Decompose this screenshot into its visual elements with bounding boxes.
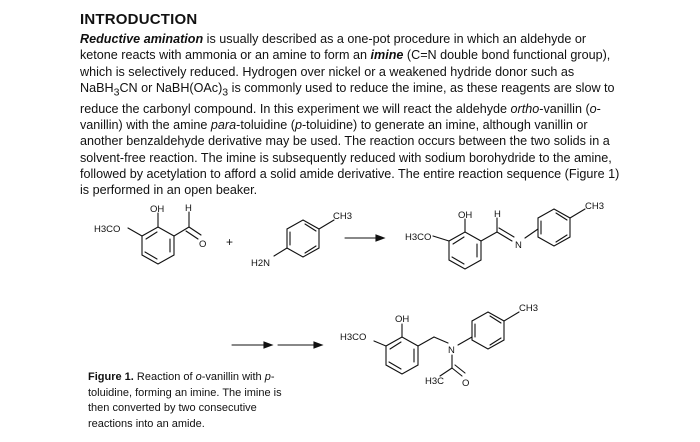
- paragraph-text-5: -vanillin (: [539, 101, 590, 116]
- caption-p-prefix: p: [264, 371, 271, 383]
- imine-methyl-label: CH3: [585, 201, 604, 212]
- paragraph-text-8: -toluidine) to generate an imine, althou…: [80, 118, 620, 198]
- reaction-arrow-1: [344, 234, 386, 242]
- paragraph-text-2: (C=N double bond functional group), whic…: [80, 48, 611, 95]
- section-heading: INTRODUCTION: [80, 11, 198, 28]
- caption-text-1: Reaction of: [133, 371, 196, 383]
- imine-methoxy-label: H3CO: [405, 232, 431, 243]
- subscript-3: 3: [113, 86, 120, 99]
- ortho-term: ortho: [510, 101, 540, 116]
- plus-sign: +: [226, 235, 233, 249]
- paragraph-text-4: is commonly used to reduce the imine, as…: [80, 80, 615, 116]
- o-vanillin-oh-label: OH: [150, 204, 164, 215]
- o-vanillin-h-label: H: [185, 203, 192, 214]
- o-prefix: o: [589, 101, 597, 116]
- amide-oh-label: OH: [395, 314, 409, 325]
- imine-h-label: H: [494, 209, 501, 220]
- paragraph-text-3: CN or NaBH(OAc): [119, 80, 223, 95]
- paragraph-text-1: is usually described as a one-pot proced…: [80, 32, 587, 63]
- imine-structure: [432, 208, 586, 270]
- reductive-amination-term: Reductive amination: [80, 32, 204, 46]
- paragraph-text-6: -vanillin) with the amine: [80, 101, 601, 132]
- amide-structure: [373, 311, 520, 377]
- amide-carbonyl-o-label: O: [462, 378, 469, 389]
- imine-term: imine: [370, 48, 404, 63]
- reaction-arrow-2: [231, 341, 274, 349]
- amide-n-label: N: [448, 345, 455, 356]
- imine-n-label: N: [515, 240, 522, 251]
- amide-acetyl-methyl-label: H3C: [425, 376, 444, 387]
- amide-methoxy-label: H3CO: [340, 332, 366, 343]
- figure-label: Figure 1.: [88, 371, 134, 383]
- para-term: para: [210, 118, 237, 132]
- o-vanillin-carbonyl-o-label: O: [199, 239, 206, 250]
- amide-methyl-label: CH3: [519, 303, 538, 314]
- toluidine-amine-label: H2N: [251, 258, 270, 269]
- subscript-3: 3: [222, 86, 229, 99]
- p-toluidine-structure: [273, 219, 335, 258]
- o-vanillin-methoxy-label: H3CO: [94, 224, 120, 235]
- paragraph-text-7: -toluidine (: [236, 118, 295, 132]
- imine-oh-label: OH: [458, 210, 472, 221]
- caption-text-3: -toluidine, forming an imine. The imine …: [88, 371, 282, 430]
- toluidine-methyl-label: CH3: [333, 211, 352, 222]
- reaction-arrow-3: [277, 341, 324, 349]
- p-prefix: p: [294, 118, 302, 132]
- caption-text-2: -vanillin with: [201, 371, 265, 383]
- introduction-paragraph: Reductive amination is usually described…: [80, 31, 625, 198]
- o-vanillin-structure: [127, 211, 202, 265]
- figure-caption: Figure 1. Reaction of o-vanillin with p-…: [88, 370, 288, 432]
- caption-o-prefix: o: [195, 371, 202, 383]
